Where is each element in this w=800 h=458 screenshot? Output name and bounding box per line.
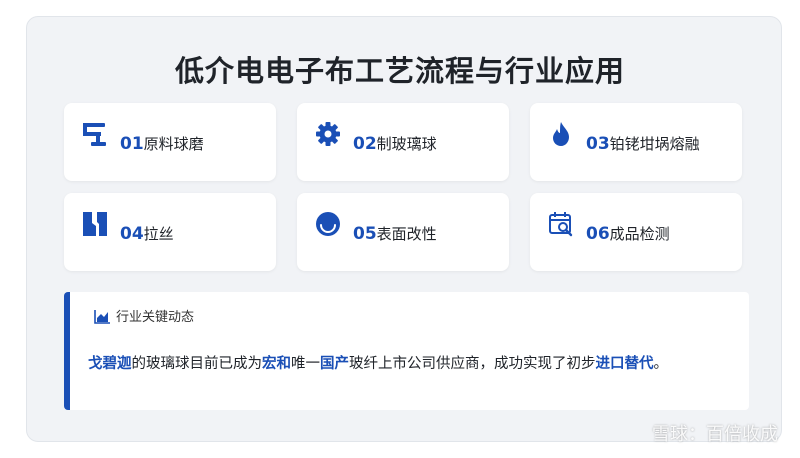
step-card-1: 01原料球磨 xyxy=(64,103,276,181)
mixer-icon xyxy=(83,123,106,146)
news-text: 戈碧迦的玻璃球目前已成为宏和唯一国产玻纤上市公司供应商，成功实现了初步进口替代。 xyxy=(88,356,668,372)
step-number: 01 xyxy=(120,134,144,154)
step-label: 02制玻璃球 xyxy=(353,133,437,154)
wire-drawing-icon xyxy=(83,212,107,236)
news-heading: 行业关键动态 xyxy=(94,306,194,325)
step-number: 06 xyxy=(586,224,610,244)
step-label: 04拉丝 xyxy=(120,223,174,244)
calendar-search-icon xyxy=(549,212,573,237)
watermark: 雪球：百倍收成 xyxy=(652,424,778,445)
step-text: 拉丝 xyxy=(143,225,174,243)
step-label: 01原料球磨 xyxy=(120,133,204,154)
step-number: 03 xyxy=(586,134,610,154)
industry-news-box: 行业关键动态 戈碧迦的玻璃球目前已成为宏和唯一国产玻纤上市公司供应商，成功实现了… xyxy=(64,292,749,410)
highlight-term: 国产 xyxy=(320,356,349,372)
step-card-5: 05表面改性 xyxy=(297,193,509,271)
step-text: 成品检测 xyxy=(609,225,670,243)
step-card-2: 02制玻璃球 xyxy=(297,103,509,181)
step-text: 原料球磨 xyxy=(143,135,204,153)
step-number: 04 xyxy=(120,224,144,244)
step-label: 06成品检测 xyxy=(586,223,670,244)
step-text: 铂铑坩埚熔融 xyxy=(609,135,700,153)
step-label: 03铂铑坩埚熔融 xyxy=(586,133,700,154)
step-card-4: 04拉丝 xyxy=(64,193,276,271)
news-heading-text: 行业关键动态 xyxy=(116,310,195,325)
highlight-company: 宏和 xyxy=(262,356,291,372)
flame-icon xyxy=(553,122,569,146)
step-text: 表面改性 xyxy=(376,225,437,243)
gear-icon xyxy=(316,122,340,146)
page-title: 低介电电子布工艺流程与行业应用 xyxy=(174,54,625,88)
step-number: 05 xyxy=(353,224,377,244)
step-card-3: 03铂铑坩埚熔融 xyxy=(530,103,742,181)
highlight-term: 进口替代 xyxy=(595,356,654,372)
step-label: 05表面改性 xyxy=(353,223,437,244)
circle-arc-icon xyxy=(316,212,340,236)
area-chart-icon xyxy=(94,310,110,324)
step-text: 制玻璃球 xyxy=(376,135,437,153)
step-number: 02 xyxy=(353,134,377,154)
highlight-company: 戈碧迦 xyxy=(88,356,132,372)
step-card-6: 06成品检测 xyxy=(530,193,742,271)
